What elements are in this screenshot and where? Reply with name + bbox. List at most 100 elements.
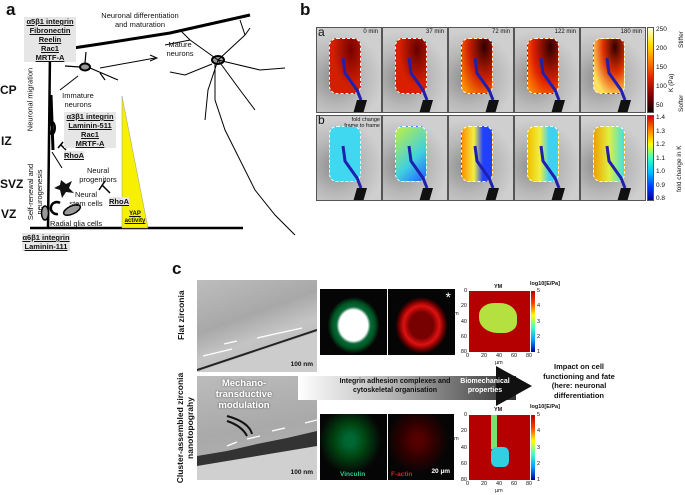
yap-text: YAP activity: [124, 211, 146, 224]
time-label: 72 min: [491, 29, 510, 35]
cell-trace: [473, 57, 499, 112]
zone-iz: IZ: [1, 134, 12, 148]
fold-tick: 1.2: [656, 141, 666, 148]
ym-xtick: 0: [466, 353, 470, 359]
ym-ctick: 4: [537, 428, 541, 435]
molecule: MRTF-A: [64, 139, 116, 148]
stiffness-tick: 50: [656, 102, 664, 109]
panel-c-label: c: [172, 259, 182, 278]
rhoa-1: RhoA: [64, 151, 84, 160]
ym-ctick: 2: [537, 333, 541, 340]
stem-cells-text: Neural stem cells: [69, 190, 103, 208]
panel-a-label: a: [6, 0, 16, 19]
cell-trace: [539, 57, 565, 112]
ym-ytick: 0: [463, 412, 467, 418]
image-frame: 0 min: [316, 27, 382, 113]
ym-title-bottom: YM: [494, 407, 503, 413]
top-molecules: α5β1 integrin Fibronectin Reelin Rac1 MR…: [24, 17, 76, 62]
soma-shape: [491, 447, 509, 467]
factin-flat-image: *: [388, 289, 455, 355]
ym-xtick: 40: [496, 353, 503, 359]
ym-ytick: 60: [460, 333, 467, 340]
vinculin-cluster-image: Vinculin: [320, 414, 387, 480]
fold-change-note: fold change frame to frame: [344, 117, 380, 129]
ym-cbar-title-bottom: log10[E/Pa]: [530, 404, 560, 410]
fold-tick: 1.0: [656, 168, 666, 175]
molecule: Rac1: [24, 44, 76, 53]
neural-progenitor-icon: [54, 180, 74, 198]
molecule: Fibronectin: [24, 26, 76, 35]
ym-ytick: 60: [460, 460, 467, 467]
mechano-text: Mechano-transductive modulation: [215, 378, 273, 411]
ym-title-top: YM: [494, 284, 503, 290]
stiffness-tick: 200: [656, 45, 667, 52]
arrow-text-biomech: Biomechanical properties: [460, 378, 510, 394]
zone-svz: SVZ: [0, 177, 24, 191]
ym-ctick: 3: [537, 444, 541, 451]
ym-xtick: 0: [466, 481, 470, 487]
ym-ytick: 40: [460, 444, 467, 451]
ym-map-cluster: [469, 415, 530, 480]
impact-text: Impact on cell functioning and fate (her…: [543, 362, 615, 400]
molecule: Rac1: [64, 130, 116, 139]
ym-ctick: 4: [537, 303, 541, 310]
molecule: MRTF-A: [24, 53, 76, 62]
mid-molecules: α3β1 integrin Laminin-511 Rac1 MRTF-A: [64, 112, 116, 148]
cell-trace: [341, 145, 367, 200]
image-frame: [382, 115, 448, 201]
image-frame: [448, 115, 514, 201]
arrow-head: [496, 366, 532, 406]
tem-cluster-image: Mechano-transductive modulation 100 nm: [197, 376, 317, 480]
mature-neurons-text: Mature neurons: [166, 40, 194, 58]
fold-change-row: [316, 115, 646, 201]
arrow-text-integrin: Integrin adhesion complexes and cytoskel…: [339, 378, 451, 394]
ym-ctick: 3: [537, 318, 541, 325]
cell-trace: [605, 145, 631, 200]
bottom-molecules: α6β1 integrin Laminin-111: [22, 233, 70, 251]
molecule: Laminin-511: [64, 121, 116, 130]
flat-zirconia-label: Flat zirconia: [176, 290, 186, 340]
stiffness-colorbar: [647, 27, 654, 113]
ym-xtick: 60: [511, 481, 518, 487]
stiffness-tick: 250: [656, 26, 667, 33]
cell-trace: [539, 145, 565, 200]
molecule: α5β1 integrin: [24, 17, 76, 26]
time-label: 37 min: [425, 29, 444, 35]
self-renewal-text: Self-renewal and neurogenesis: [26, 163, 44, 221]
vinculin-label: Vinculin: [340, 471, 366, 478]
fluor-scale: 20 µm: [431, 468, 450, 475]
radial-fiber: [46, 52, 52, 229]
stiffness-tick: 100: [656, 83, 667, 90]
ym-ctick: 5: [537, 412, 541, 418]
neurite-shape: [491, 415, 497, 449]
ym-xtick: 20: [481, 353, 488, 359]
ym-xtick: 40: [496, 481, 503, 487]
ym-xunit: µm: [495, 488, 503, 494]
panel-b-label: b: [300, 0, 311, 19]
time-label: 0 min: [363, 29, 378, 35]
cell-shape: [479, 303, 517, 333]
cell-trace: [407, 145, 433, 200]
fold-tick: 1.4: [656, 114, 666, 121]
image-frame: [580, 115, 646, 201]
molecule: α6β1 integrin: [22, 233, 70, 242]
ym-xtick: 80: [526, 481, 533, 487]
ym-ctick: 5: [537, 288, 541, 294]
softer-label: Softer: [678, 94, 685, 112]
ym-cbar-title-top: log10[E/Pa]: [530, 281, 560, 287]
asterisk-marker: *: [445, 289, 451, 305]
cell-trace: [341, 57, 367, 112]
image-frame: 122 min: [514, 27, 580, 113]
ym-ytick: 80: [460, 477, 467, 483]
fold-tick: 0.9: [656, 181, 666, 189]
molecule: Reelin: [24, 35, 76, 44]
ym-ytick: 20: [460, 428, 467, 435]
ym-ctick: 1: [537, 477, 541, 483]
fold-tick: 1.1: [656, 154, 666, 162]
ym-colorbar-top: [531, 291, 535, 352]
immature-neurons-text: Immature neurons: [62, 91, 94, 109]
molecule: α3β1 integrin: [64, 112, 116, 121]
zone-cp: CP: [0, 83, 17, 97]
ym-ytick: 20: [460, 303, 467, 310]
ym-ytick: 40: [460, 318, 467, 325]
